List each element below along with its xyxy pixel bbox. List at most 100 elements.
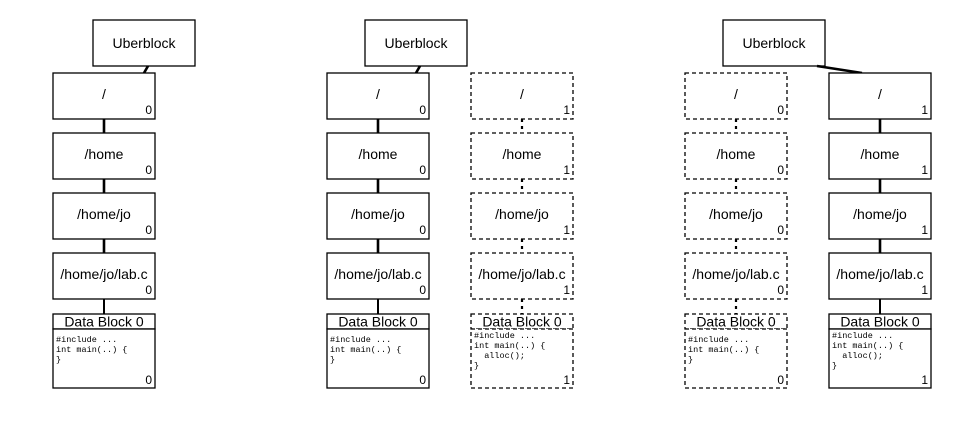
node-path-label: /home/jo (853, 206, 907, 222)
data-block-version-number: 1 (921, 373, 928, 387)
uberblock-label: Uberblock (384, 35, 448, 51)
node-path-label: / (878, 86, 882, 102)
uberblock-pointer (816, 64, 863, 75)
node-version-number: 0 (145, 223, 152, 237)
data-block-title: Data Block 0 (840, 314, 920, 330)
node-path-label: /home (503, 146, 542, 162)
uberblock-box (92, 19, 196, 67)
node-path-label: /home (359, 146, 398, 162)
node-version-number: 0 (777, 223, 784, 237)
data-block-version-number: 0 (777, 373, 784, 387)
code-line: #include ... (330, 335, 391, 345)
directory-node-box (684, 72, 788, 120)
code-line: int main(..) { (832, 341, 903, 351)
node-path-label: /home/jo/lab.c (60, 266, 147, 282)
code-line: } (832, 361, 837, 371)
directory-node-box (684, 132, 788, 180)
code-line: int main(..) { (330, 345, 401, 355)
node-version-number: 1 (921, 163, 928, 177)
node-version-number: 1 (921, 223, 928, 237)
directory-node-box (828, 192, 932, 240)
node-path-label: /home/jo (351, 206, 405, 222)
uberblock-box (722, 19, 826, 67)
state-3: Uberblock / 0/home 0/home/jo 0/home/jo/lab.c… (684, 19, 932, 389)
node-path-label: /home/jo (495, 206, 549, 222)
data-block-title: Data Block 0 (338, 314, 418, 330)
data-block-body-box (684, 328, 788, 389)
state-2: Uberblock / 0/home 0/home/jo 0/home/jo/lab.c… (326, 19, 574, 389)
node-version-number: 0 (777, 163, 784, 177)
node-path-label: /home/jo (77, 206, 131, 222)
directory-node-box (52, 192, 156, 240)
code-line: } (474, 361, 479, 371)
data-block-title: Data Block 0 (482, 314, 562, 330)
directory-node-box (828, 72, 932, 120)
node-version-number: 0 (777, 283, 784, 297)
data-block-version-number: 0 (419, 373, 426, 387)
directory-node-box (52, 72, 156, 120)
node-path-label: /home/jo/lab.c (334, 266, 421, 282)
node-version-number: 0 (419, 223, 426, 237)
node-path-label: / (376, 86, 380, 102)
code-line: int main(..) { (474, 341, 545, 351)
code-line: #include ... (688, 335, 749, 345)
data-block-body-box (52, 328, 156, 389)
node-version-number: 1 (563, 163, 570, 177)
directory-node-box (828, 132, 932, 180)
node-version-number: 1 (563, 283, 570, 297)
code-line: alloc(); (832, 351, 883, 361)
data-block-body-box (326, 328, 430, 389)
code-line: } (330, 355, 335, 365)
directory-node-box (470, 72, 574, 120)
node-version-number: 1 (563, 223, 570, 237)
code-line: } (56, 355, 61, 365)
node-path-label: / (734, 86, 738, 102)
uberblock-label: Uberblock (742, 35, 806, 51)
uberblock-pointer (414, 65, 422, 74)
node-path-label: /home/jo (709, 206, 763, 222)
node-path-label: /home/jo/lab.c (478, 266, 565, 282)
node-version-number: 1 (921, 103, 928, 117)
data-block-body-box (828, 328, 932, 389)
data-block-version-number: 0 (145, 373, 152, 387)
data-block-body-box (470, 328, 574, 389)
data-block-version-number: 1 (563, 373, 570, 387)
uberblock-pointer (142, 65, 150, 74)
directory-node-box (684, 252, 788, 300)
node-version-number: 0 (419, 283, 426, 297)
data-block-title: Data Block 0 (64, 314, 144, 330)
node-path-label: / (102, 86, 106, 102)
uberblock-label: Uberblock (112, 35, 176, 51)
node-path-label: / (520, 86, 524, 102)
node-version-number: 1 (921, 283, 928, 297)
code-line: int main(..) { (56, 345, 127, 355)
uberblock-box (364, 19, 468, 67)
node-path-label: /home/jo/lab.c (836, 266, 923, 282)
node-version-number: 0 (145, 103, 152, 117)
code-line: int main(..) { (688, 345, 759, 355)
data-block-title: Data Block 0 (696, 314, 776, 330)
code-line: #include ... (474, 331, 535, 341)
node-path-label: /home (717, 146, 756, 162)
node-version-number: 0 (145, 283, 152, 297)
node-version-number: 0 (419, 103, 426, 117)
node-path-label: /home/jo/lab.c (692, 266, 779, 282)
node-version-number: 1 (563, 103, 570, 117)
node-path-label: /home (85, 146, 124, 162)
code-line: #include ... (56, 335, 117, 345)
code-line: alloc(); (474, 351, 525, 361)
node-version-number: 0 (419, 163, 426, 177)
node-path-label: /home (861, 146, 900, 162)
node-version-number: 0 (145, 163, 152, 177)
code-line: } (688, 355, 693, 365)
directory-node-box (326, 72, 430, 120)
code-line: #include ... (832, 331, 893, 341)
state-1: Uberblock / 0/home 0/home/jo 0/home/jo/lab.c… (52, 19, 196, 389)
